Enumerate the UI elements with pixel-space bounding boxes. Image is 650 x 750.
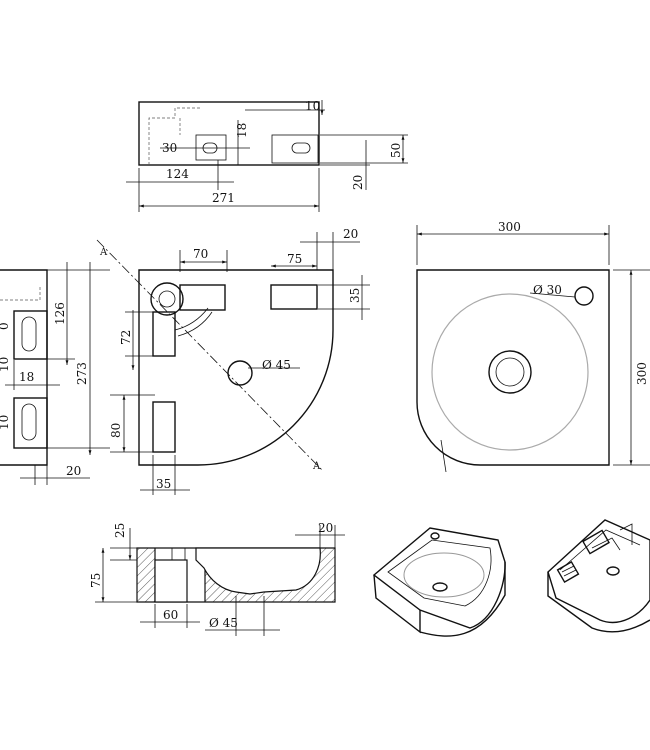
plan-view-outline [138,269,334,466]
dim-300-height: 300 [635,362,649,385]
dim-30-top: 30 [162,141,177,155]
dim-273: 273 [75,362,89,385]
side-view: 126 273 18 20 0 10 10 [0,262,110,485]
dim-18: 18 [235,123,249,138]
section-view: 25 75 20 60 Ø 45 [89,521,345,636]
dim-300-width: 300 [498,220,521,234]
dim-dia-45-section: Ø 45 [209,616,238,630]
side-view-slot-top [13,310,48,360]
dim-18-side: 18 [19,370,34,384]
plan-view-slot-right [270,284,318,310]
section-mark-a-bottom: A [312,461,321,472]
dim-70: 70 [193,247,208,261]
front-view: Ø 30 300 300 [416,220,650,473]
dim-dia-30: Ø 30 [533,283,562,297]
front-view-bowl [431,293,589,451]
plan-view-slot-left [152,311,176,357]
dim-20-section: 20 [318,521,333,535]
front-view-drain [488,350,532,394]
dim-side-partial-1: 0 [0,322,11,330]
dim-75: 75 [287,252,302,266]
dim-271: 271 [212,191,235,205]
dim-25: 25 [113,523,127,538]
section-view-bowl-cavity [195,547,321,595]
dim-20-top: 20 [351,175,365,190]
plan-view-tap-hole [150,282,184,316]
dim-dia-45-plan: Ø 45 [262,358,291,372]
dim-126: 126 [53,302,67,325]
dim-35-bottom: 35 [156,477,171,491]
dim-60: 60 [163,608,178,622]
plan-view-drain-hole [227,360,253,386]
dim-72: 72 [119,330,133,345]
dim-10: 10 [305,99,320,113]
basin-isometric-bottom [547,519,650,633]
top-view-slot-right [271,134,319,164]
dim-side-partial-3: 10 [0,415,11,430]
front-view-tap-hole [574,286,594,306]
plan-view-slot-top [179,284,226,311]
section-mark-a-top: A [99,247,108,258]
dim-75: 75 [89,573,103,588]
top-view-body [138,101,320,166]
plan-view: A A 70 75 20 35 72 Ø 45 80 35 [96,227,370,495]
basin-isometric-top [372,527,506,637]
front-view-outline [416,269,610,466]
side-view-slot-bottom [13,397,48,449]
dim-20-plan: 20 [343,227,358,241]
dim-80: 80 [109,423,123,438]
dim-side-partial-2: 10 [0,357,11,372]
top-view-slot-left [195,134,227,161]
dim-35-right: 35 [348,288,362,303]
dim-20-side: 20 [66,464,81,478]
dim-50: 50 [389,143,403,158]
plan-view-slot-bottom [152,401,176,453]
dim-124: 124 [166,167,189,181]
top-view: 10 18 30 50 20 124 271 [126,99,408,212]
